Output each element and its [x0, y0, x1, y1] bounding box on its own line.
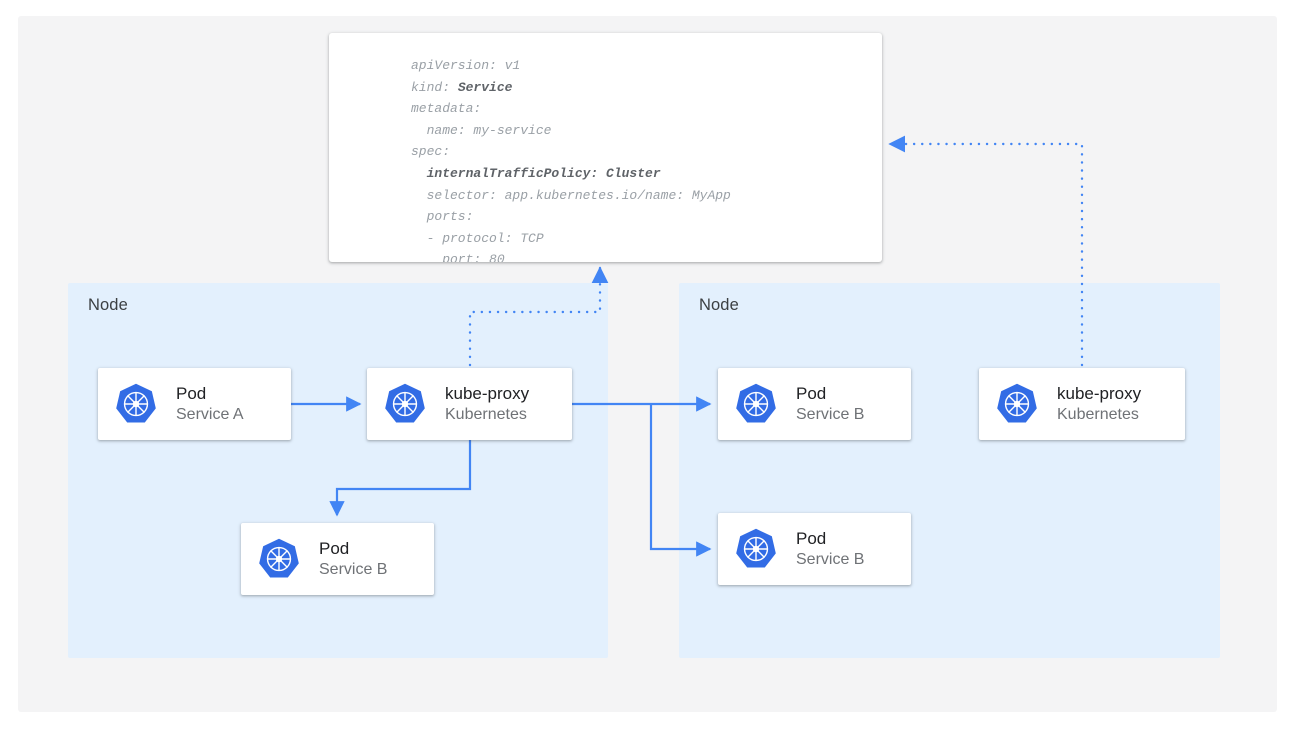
node-label-right: Node: [699, 296, 739, 314]
card-pod-service-b-local[interactable]: Pod Service B: [241, 523, 434, 595]
card-text: Pod Service B: [319, 538, 387, 580]
card-title: Pod: [796, 383, 827, 403]
kubernetes-icon: [736, 383, 776, 423]
kubernetes-icon: [385, 383, 425, 423]
card-text: kube-proxy Kubernetes: [445, 383, 529, 425]
card-subtitle: Kubernetes: [1057, 405, 1139, 423]
card-text: Pod Service B: [796, 383, 864, 425]
card-subtitle: Service B: [319, 560, 388, 578]
card-pod-service-a[interactable]: Pod Service A: [98, 368, 291, 440]
card-kube-proxy-left[interactable]: kube-proxy Kubernetes: [367, 368, 572, 440]
kubernetes-icon: [259, 538, 299, 578]
kubernetes-icon: [997, 383, 1037, 423]
card-pod-service-b-remote-2[interactable]: Pod Service B: [718, 513, 911, 585]
card-text: kube-proxy Kubernetes: [1057, 383, 1141, 425]
kubernetes-icon: [736, 528, 776, 568]
card-text: Pod Service B: [796, 528, 864, 570]
card-subtitle: Service B: [796, 550, 865, 568]
card-subtitle: Service A: [176, 405, 244, 423]
node-label-left: Node: [88, 296, 128, 314]
card-kube-proxy-right[interactable]: kube-proxy Kubernetes: [979, 368, 1185, 440]
card-subtitle: Service B: [796, 405, 865, 423]
node-zone-left: Node: [68, 283, 608, 658]
card-title: Pod: [176, 383, 207, 403]
card-title: kube-proxy: [1057, 383, 1142, 403]
card-pod-service-b-remote-1[interactable]: Pod Service B: [718, 368, 911, 440]
service-spec-card: apiVersion: v1 kind: Service metadata: n…: [329, 33, 882, 262]
card-title: kube-proxy: [445, 383, 530, 403]
card-title: Pod: [796, 528, 827, 548]
kubernetes-icon: [116, 383, 156, 423]
card-subtitle: Kubernetes: [445, 405, 527, 423]
card-text: Pod Service A: [176, 383, 244, 425]
node-zone-right: Node: [679, 283, 1220, 658]
card-title: Pod: [319, 538, 350, 558]
service-spec-yaml: apiVersion: v1 kind: Service metadata: n…: [411, 58, 731, 262]
